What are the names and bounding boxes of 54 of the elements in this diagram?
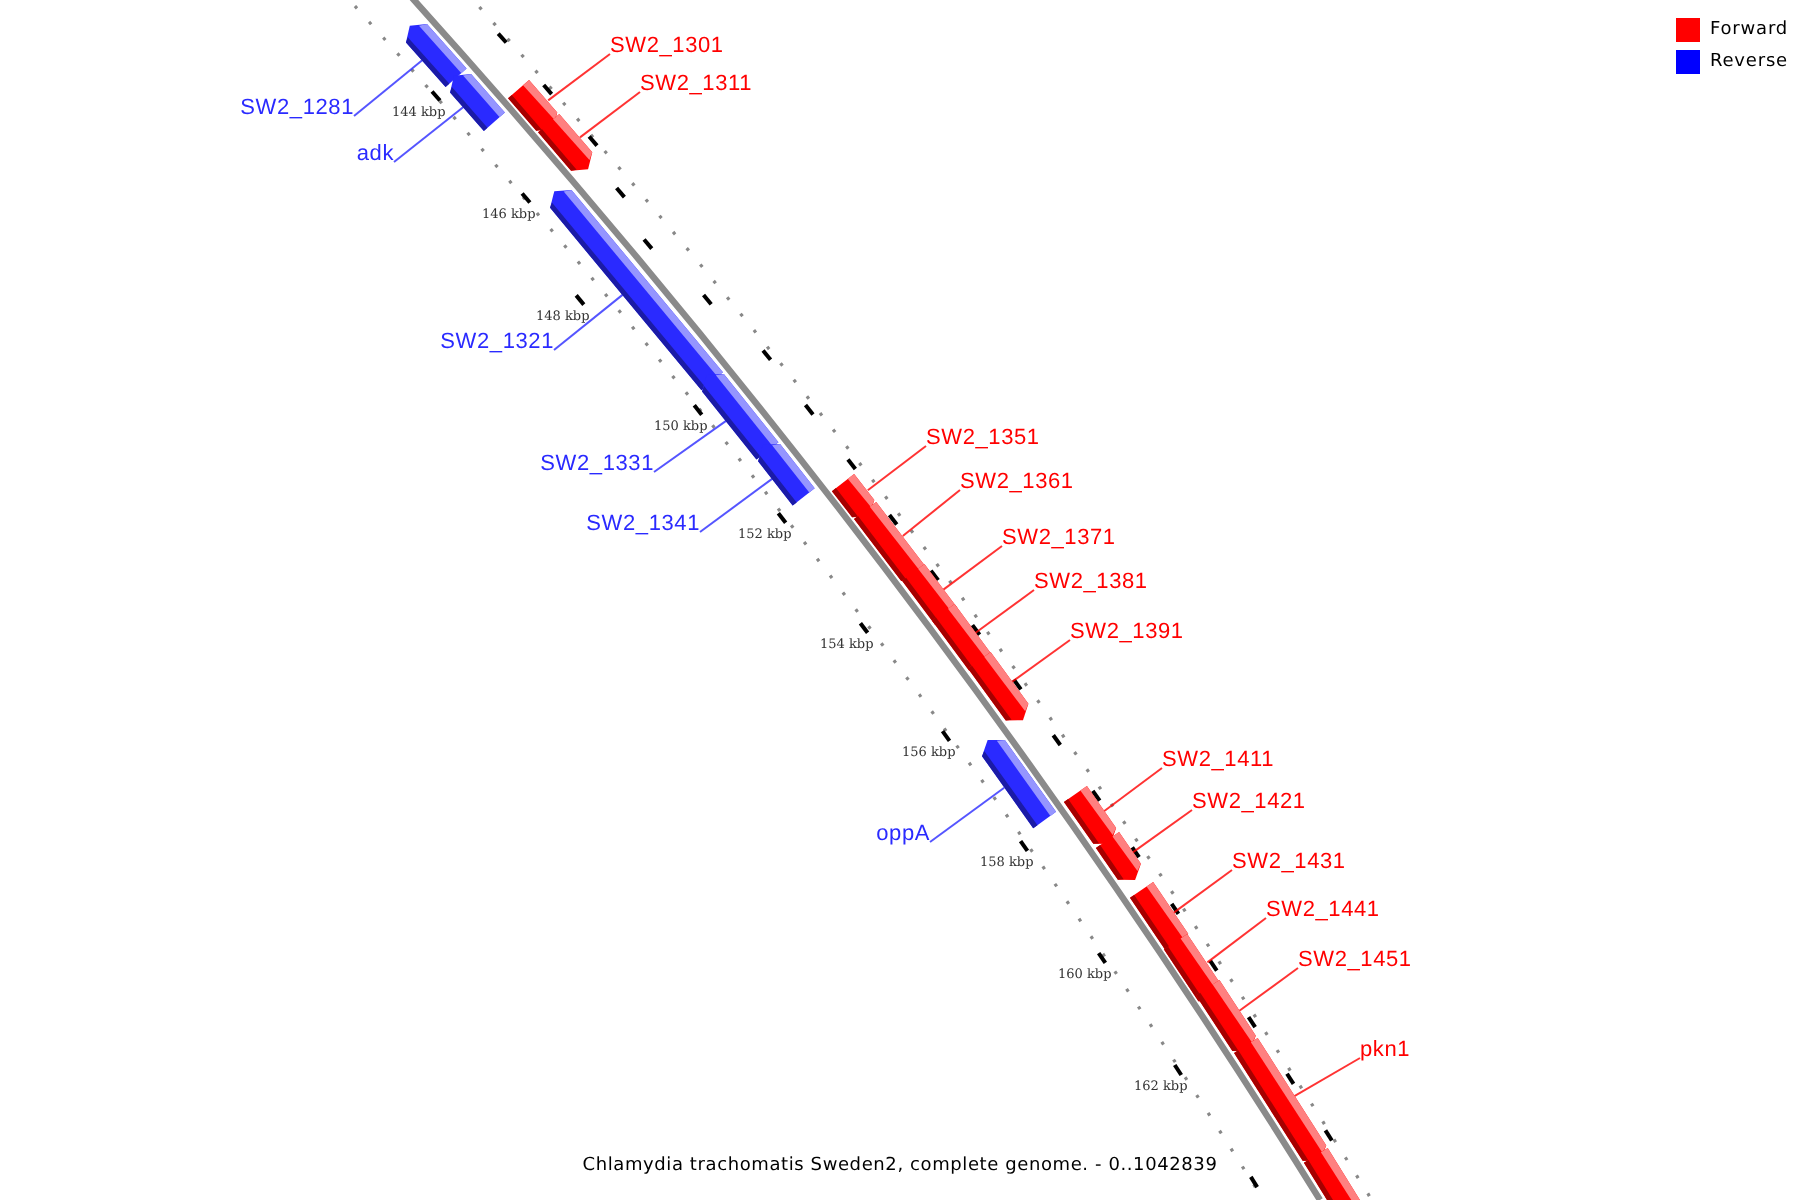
leader-line xyxy=(1206,917,1267,964)
gene-block xyxy=(965,649,1030,723)
leader-line xyxy=(1103,767,1163,813)
gene-block xyxy=(830,471,877,519)
gene-block xyxy=(404,21,469,89)
leader-line xyxy=(1131,809,1193,854)
gene-block xyxy=(506,77,561,133)
gene-label: SW2_1451 xyxy=(1298,946,1412,974)
leader-line xyxy=(1010,639,1071,683)
leader-line xyxy=(393,106,465,163)
leader-line xyxy=(1238,967,1299,1012)
gene-block xyxy=(756,441,818,507)
gene-label: SW2_1371 xyxy=(1002,524,1116,552)
gene-label: SW2_1331 xyxy=(540,450,654,478)
leader-line xyxy=(699,477,774,533)
leader-line xyxy=(866,445,927,492)
leader-line xyxy=(901,489,961,537)
gene-label: SW2_1391 xyxy=(1070,618,1184,646)
gene-label: SW2_1411 xyxy=(1162,746,1275,774)
leader-line xyxy=(1172,869,1233,914)
gene-label: pkn1 xyxy=(1360,1036,1411,1064)
leader-line xyxy=(929,786,1006,843)
leader-line xyxy=(553,293,624,351)
leader-line xyxy=(942,545,1003,591)
gene-label: SW2_1281 xyxy=(240,94,354,122)
legend-label: Forward xyxy=(1710,20,1788,40)
leader-line xyxy=(547,53,611,102)
gene-label: SW2_1441 xyxy=(1266,896,1380,924)
gene-block xyxy=(1193,977,1258,1053)
gene-label: SW2_1321 xyxy=(440,328,554,356)
gene-block xyxy=(448,71,508,133)
gene-label: SW2_1421 xyxy=(1192,788,1306,816)
gene-label: SW2_1341 xyxy=(586,510,700,538)
gene-label: SW2_1311 xyxy=(640,70,753,98)
gene-label: SW2_1351 xyxy=(926,424,1040,452)
gene-block xyxy=(536,111,595,173)
gene-label: SW2_1381 xyxy=(1034,568,1148,596)
leader-line xyxy=(653,419,728,473)
gene-block xyxy=(979,737,1058,830)
gene-label: SW2_1361 xyxy=(960,468,1074,496)
leader-line xyxy=(974,589,1035,634)
gene-block xyxy=(852,499,926,583)
gene-label: adk xyxy=(356,140,394,168)
gene-label: SW2_1301 xyxy=(610,32,724,60)
gene-label: SW2_1431 xyxy=(1232,848,1346,876)
gene-block xyxy=(1094,830,1144,883)
legend-label: Reverse xyxy=(1710,52,1788,72)
leader-line xyxy=(353,59,424,117)
gene-block xyxy=(1231,1035,1328,1164)
gene-block xyxy=(1061,784,1119,847)
gene-label: oppA xyxy=(876,820,930,848)
caption: Chlamydia trachomatis Sweden2, complete genome. - 0..1042839 xyxy=(580,1156,1220,1176)
leader-line xyxy=(579,91,641,139)
leader-line xyxy=(1293,1057,1361,1098)
